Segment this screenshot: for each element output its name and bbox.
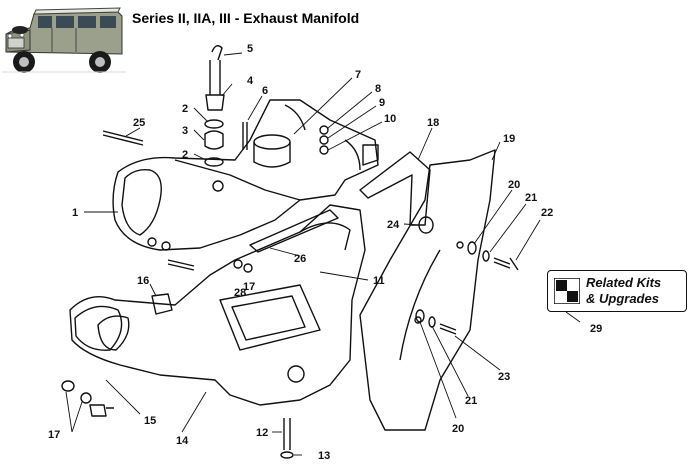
callout-2b: 2 bbox=[182, 149, 188, 161]
related-kits-line2: & Upgrades bbox=[586, 291, 659, 306]
callout-28: 28 bbox=[234, 287, 246, 299]
related-kits-button[interactable]: Related Kits & Upgrades bbox=[547, 270, 687, 312]
callout-21b: 21 bbox=[465, 395, 477, 407]
callout-15: 15 bbox=[144, 415, 156, 427]
callout-18: 18 bbox=[427, 117, 439, 129]
callout-10: 10 bbox=[384, 113, 396, 125]
callout-23: 23 bbox=[498, 371, 510, 383]
callout-20b: 20 bbox=[452, 423, 464, 435]
callout-11: 11 bbox=[373, 275, 385, 287]
callout-17b: 17 bbox=[48, 429, 60, 441]
callout-8: 8 bbox=[375, 83, 381, 95]
callout-19: 19 bbox=[503, 133, 515, 145]
manifold-gasket-part bbox=[249, 209, 339, 253]
callout-13: 13 bbox=[318, 450, 330, 462]
callout-9: 9 bbox=[379, 97, 385, 109]
related-kits-line1: Related Kits bbox=[586, 275, 662, 290]
page-title: Series II, IIA, III - Exhaust Manifold bbox=[132, 10, 360, 26]
callout-26: 26 bbox=[294, 253, 306, 265]
callout-6: 6 bbox=[262, 85, 268, 97]
callout-4: 4 bbox=[247, 75, 254, 87]
callout-14: 14 bbox=[176, 435, 189, 447]
callout-3: 3 bbox=[182, 125, 188, 137]
land-rover-vehicle-image bbox=[0, 0, 128, 84]
callout-16: 16 bbox=[137, 275, 149, 287]
callout-25: 25 bbox=[133, 117, 145, 129]
callout-22: 22 bbox=[541, 207, 553, 219]
callout-1: 1 bbox=[72, 207, 78, 219]
callout-29: 29 bbox=[590, 323, 603, 335]
callout-7: 7 bbox=[355, 69, 361, 81]
callout-20a: 20 bbox=[508, 179, 520, 191]
callout-2a: 2 bbox=[182, 103, 188, 115]
lower-manifold-part bbox=[69, 204, 366, 406]
callout-24: 24 bbox=[387, 219, 400, 231]
callout-5: 5 bbox=[247, 43, 253, 55]
upper-manifold-part bbox=[112, 99, 379, 251]
checkered-flag-icon bbox=[554, 278, 580, 304]
callout-12: 12 bbox=[256, 427, 268, 439]
callout-21a: 21 bbox=[525, 192, 537, 204]
callout-17a: 17 bbox=[243, 281, 255, 293]
